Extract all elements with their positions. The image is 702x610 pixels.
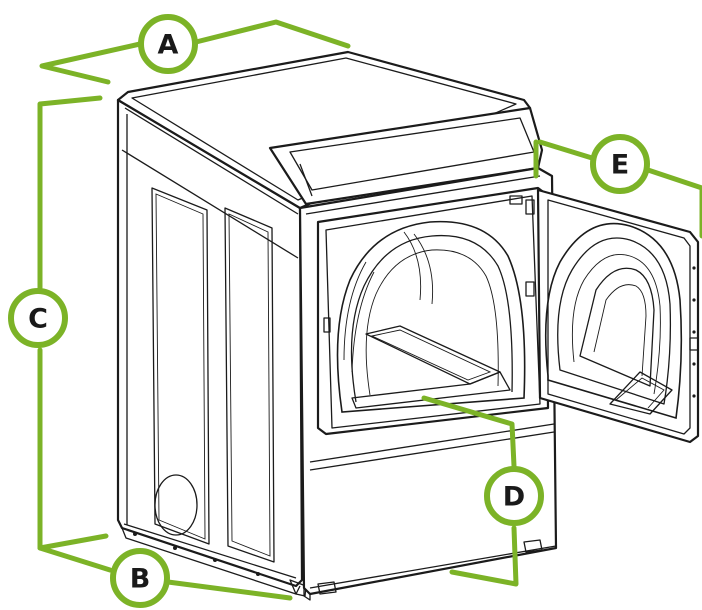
door-window <box>544 222 683 420</box>
label-d-text: D <box>503 482 525 513</box>
label-badge-d: D <box>484 466 544 526</box>
dimension-line-e <box>533 139 702 239</box>
front-foot-right <box>523 539 543 553</box>
label-a-text: A <box>158 30 179 61</box>
label-badge-e: E <box>590 134 650 194</box>
dimension-line-c <box>37 95 109 551</box>
label-badge-c: C <box>8 288 68 348</box>
dimension-line-d <box>421 395 519 587</box>
dryer-door <box>536 188 700 444</box>
label-c-text: C <box>28 304 48 335</box>
dimension-line-b <box>37 545 293 601</box>
drum-opening <box>336 220 526 413</box>
control-console <box>268 106 544 206</box>
dimension-lines <box>37 19 702 601</box>
side-recess-panel-left <box>151 187 210 545</box>
dimension-line-a <box>39 19 351 85</box>
label-e-text: E <box>611 150 629 181</box>
front-foot-left <box>317 581 337 595</box>
door-opening-frame <box>316 186 550 436</box>
label-badge-b: B <box>110 548 170 608</box>
label-badge-a: A <box>138 14 198 74</box>
side-recess-panel-right <box>224 207 275 563</box>
dryer-illustration <box>116 50 700 601</box>
vent-outlet <box>154 474 198 536</box>
label-b-text: B <box>130 564 151 595</box>
